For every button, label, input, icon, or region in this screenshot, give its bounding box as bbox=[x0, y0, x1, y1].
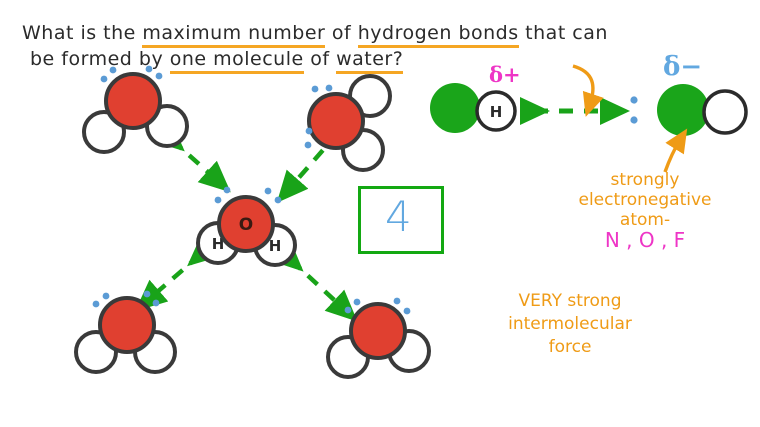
electronegative-line-2: electronegative bbox=[578, 190, 712, 210]
question-segment: What is the bbox=[22, 22, 143, 44]
electronegative-line-3: atom- bbox=[619, 210, 671, 230]
schematic-hydrogen-label: H bbox=[490, 103, 503, 121]
hbond-arrow-lower-right bbox=[270, 239, 358, 322]
hydrogen-bond-arrows bbox=[135, 112, 359, 322]
force-line-2: intermolecular bbox=[508, 314, 632, 334]
question-segment-underlined: water? bbox=[336, 48, 404, 74]
question-line-2: be formed by one molecule of water? bbox=[30, 48, 404, 74]
water-molecule-upper-right bbox=[304, 74, 392, 172]
delta-minus-label: δ− bbox=[663, 52, 703, 82]
force-line-3: force bbox=[548, 337, 592, 357]
schematic-hydrogen bbox=[475, 90, 517, 132]
schematic-lone-pair-dots bbox=[630, 96, 638, 124]
question-line-1: What is the maximum number of hydrogen b… bbox=[22, 22, 608, 48]
force-line-1: VERY strong bbox=[518, 291, 622, 311]
force-annotation: VERY strong intermolecular force bbox=[470, 290, 670, 359]
question-segment-underlined: maximum number bbox=[142, 22, 326, 48]
central-hydrogen-left-label: H bbox=[212, 235, 225, 253]
oxygen-atom bbox=[217, 195, 275, 253]
schematic-donor-atom bbox=[430, 83, 480, 133]
question-segment: that can bbox=[518, 22, 608, 44]
electronegative-annotation: strongly electronegative atom- N , O , F bbox=[550, 170, 740, 250]
water-molecule-central: H H O bbox=[196, 186, 297, 267]
delta-plus-label: δ+ bbox=[489, 62, 521, 87]
electronegative-line-1: strongly bbox=[610, 170, 680, 190]
hbond-arrow-lower-left bbox=[135, 234, 221, 312]
water-molecule-lower-left bbox=[74, 290, 177, 374]
oxygen-atom bbox=[349, 302, 407, 360]
answer-value: 4 bbox=[385, 192, 412, 241]
electronegative-elements: N , O , F bbox=[604, 228, 686, 252]
schematic-acceptor-atom bbox=[657, 84, 709, 136]
oxygen-atom bbox=[307, 92, 365, 150]
hbond-arrow-upper-right bbox=[276, 112, 359, 203]
central-oxygen-label: O bbox=[239, 215, 253, 235]
water-molecule-lower-right bbox=[326, 297, 431, 379]
answer-box bbox=[358, 186, 444, 254]
question-segment: of bbox=[325, 22, 358, 44]
oxygen-atom bbox=[98, 296, 156, 354]
lone-pair-dots bbox=[92, 290, 160, 308]
lone-pair-dots bbox=[214, 186, 282, 204]
question-segment: of bbox=[303, 48, 337, 70]
question-segment-underlined: one molecule bbox=[169, 48, 304, 74]
oxygen-atom bbox=[104, 72, 162, 130]
question-segment-underlined: hydrogen bonds bbox=[357, 22, 519, 48]
question-segment: be formed by bbox=[30, 48, 170, 70]
water-molecule-upper-left bbox=[82, 65, 189, 154]
lone-pair-dots bbox=[344, 297, 411, 315]
schematic-partner-atom bbox=[702, 89, 748, 135]
curved-arrow-to-hbond bbox=[572, 64, 604, 117]
central-hydrogen-right-label: H bbox=[269, 237, 282, 255]
hbond-arrow-upper-left bbox=[151, 119, 231, 193]
curved-arrow-to-acceptor bbox=[663, 128, 688, 173]
lone-pair-dots bbox=[304, 84, 333, 149]
